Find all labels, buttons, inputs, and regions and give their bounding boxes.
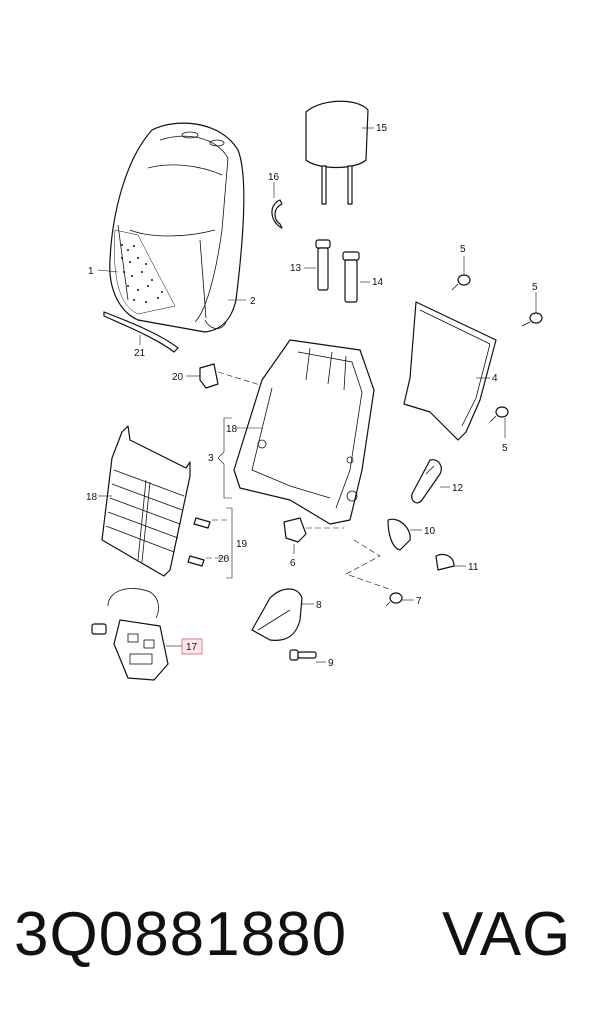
callout-1: 1: [88, 266, 94, 277]
callout-5c: 5: [502, 443, 508, 454]
callout-18a: 18: [226, 424, 238, 435]
fastener-pin-9: [289, 649, 317, 661]
callout-17-highlight: [181, 638, 203, 655]
callout-5a: 5: [460, 244, 466, 255]
callout-9: 9: [328, 658, 334, 669]
spring-19: [193, 517, 228, 529]
callout-3: 3: [208, 453, 214, 464]
side-trim-cover-part: [251, 588, 303, 641]
recliner-lever-part: [411, 459, 442, 504]
adjuster-knob-part: [387, 518, 411, 551]
headrest-guide-13: [315, 239, 331, 291]
retaining-clip-part: [271, 199, 283, 229]
headrest-part: [305, 100, 369, 205]
screw-5c: [489, 406, 509, 423]
screw-5a: [451, 274, 471, 291]
cover-cap-part: [435, 553, 455, 571]
callout-7: 7: [416, 596, 422, 607]
callout-20a: 20: [172, 372, 184, 383]
callout-5b: 5: [532, 282, 538, 293]
headrest-guide-14: [342, 251, 360, 303]
seat-backrest-cover: [109, 122, 245, 333]
callout-6: 6: [290, 558, 296, 569]
trim-wire-part: [103, 311, 179, 353]
lumbar-support-mat: [101, 425, 191, 577]
perforated-panel: [114, 229, 176, 315]
callout-19: 19: [236, 539, 248, 550]
callout-21: 21: [134, 348, 146, 359]
callout-13: 13: [290, 263, 302, 274]
backrest-frame-part: [233, 339, 375, 525]
exploded-parts-diagram: 1 2 21 15 16 13 14 5 5 5: [86, 100, 543, 681]
callout-16: 16: [268, 172, 280, 183]
callout-11: 11: [468, 562, 479, 573]
callout-12: 12: [452, 483, 464, 494]
seat-sensor-module-part: [91, 588, 169, 681]
spring-20: [187, 555, 228, 567]
callout-10: 10: [424, 526, 436, 537]
screw-5b: [521, 312, 543, 327]
part-number: 3Q0881880: [14, 900, 348, 969]
callout-17: 17: [186, 642, 198, 653]
screw-7: [385, 592, 403, 607]
callout-8: 8: [316, 600, 322, 611]
callout-4: 4: [492, 373, 498, 384]
callout-20b: 20: [218, 554, 230, 565]
bracket-6-part: [283, 517, 344, 543]
callout-15: 15: [376, 123, 388, 134]
callout-2: 2: [250, 296, 256, 307]
bracket-20-upper: [199, 363, 271, 389]
footer-caption: 3Q0881880 VAG: [0, 880, 600, 990]
brand-label: VAG: [442, 900, 572, 969]
callout-18b: 18: [86, 492, 98, 503]
callout-14: 14: [372, 277, 384, 288]
rear-panel-part: [403, 301, 497, 441]
